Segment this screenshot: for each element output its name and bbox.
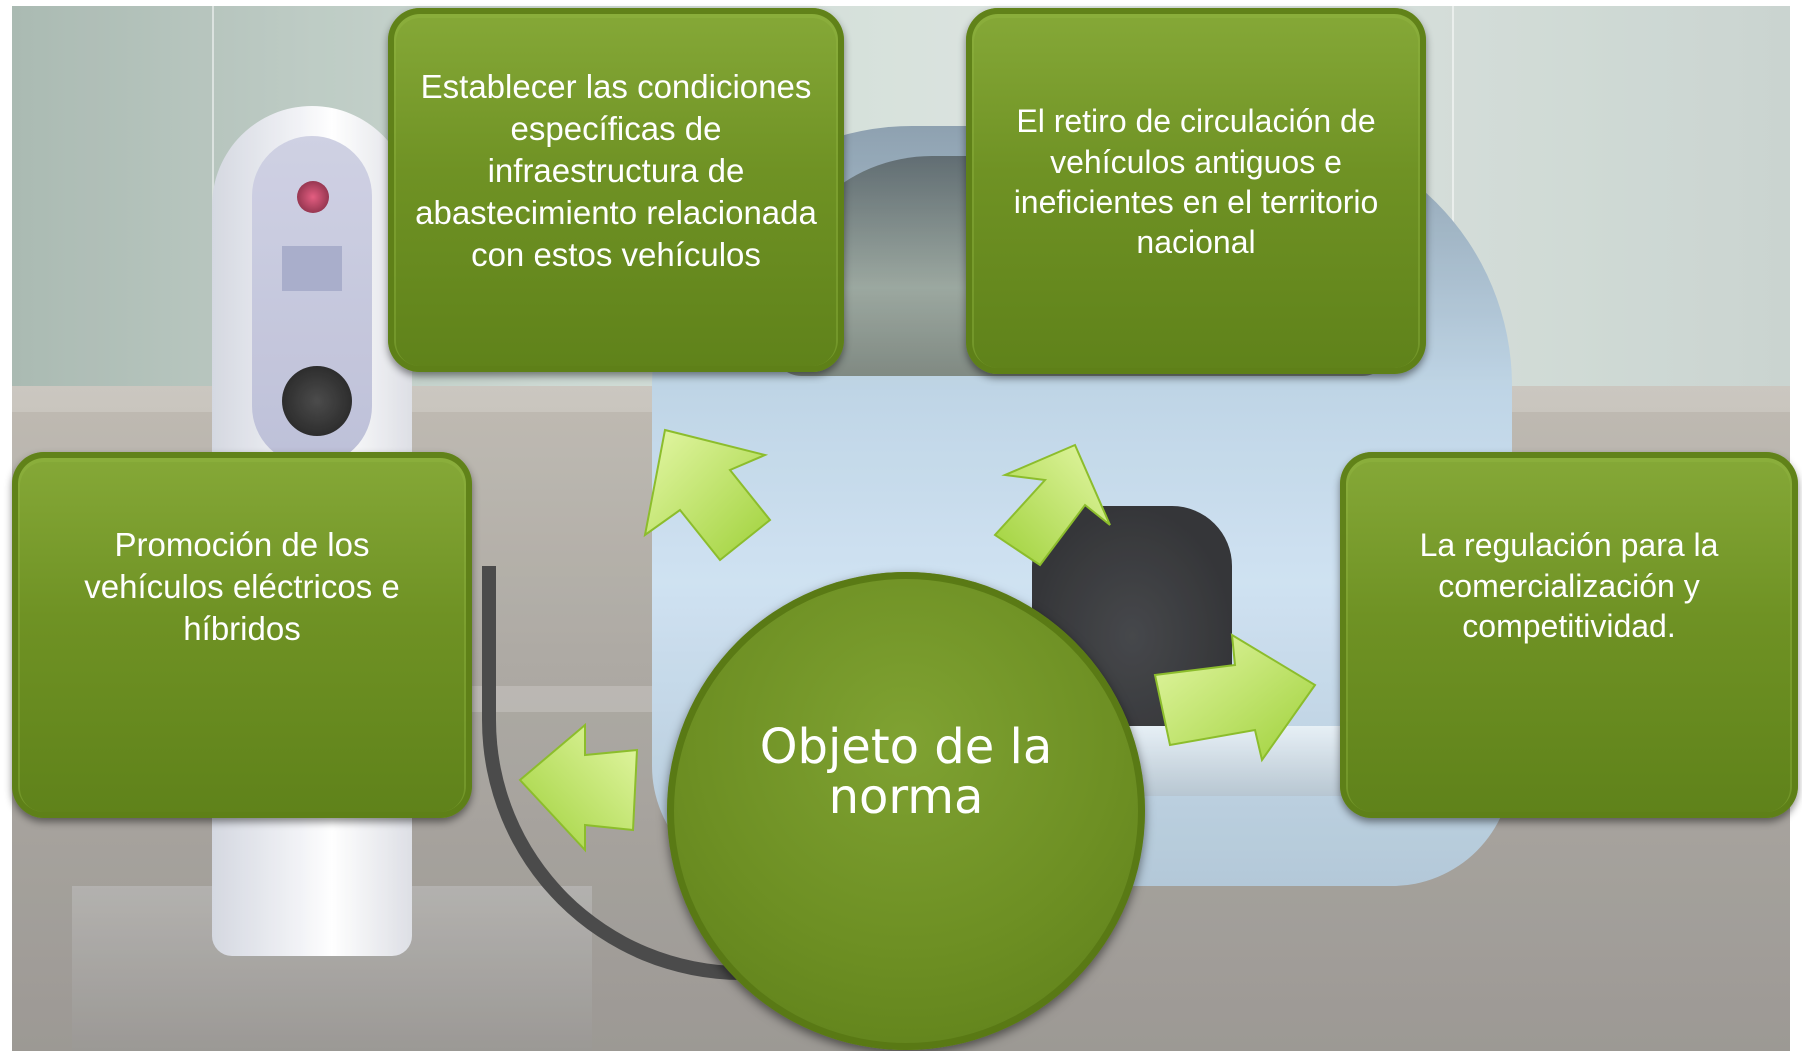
box-regulacion-text: La regulación para la comercialización y… — [1419, 526, 1719, 645]
box-promocion-text: Promoción de los vehículos eléctricos e … — [84, 526, 400, 647]
arrow-right-icon — [1153, 633, 1317, 763]
box-regulacion: La regulación para la comercialización y… — [1340, 452, 1798, 818]
arrow-up-right-icon — [993, 443, 1111, 567]
arrow-left-icon — [518, 722, 639, 853]
box-retiro: El retiro de circulación de vehículos an… — [966, 8, 1426, 374]
center-label: Objeto de la norma — [759, 719, 1053, 826]
box-promocion: Promoción de los vehículos eléctricos e … — [12, 452, 472, 818]
box-retiro-text: El retiro de circulación de vehículos an… — [1013, 103, 1379, 261]
arrow-up-left-icon — [643, 428, 772, 562]
center-circle: Objeto de la norma — [667, 572, 1145, 1050]
box-infraestructura-text: Establecer las condiciones específicas d… — [415, 68, 817, 273]
box-infraestructura: Establecer las condiciones específicas d… — [388, 8, 844, 372]
